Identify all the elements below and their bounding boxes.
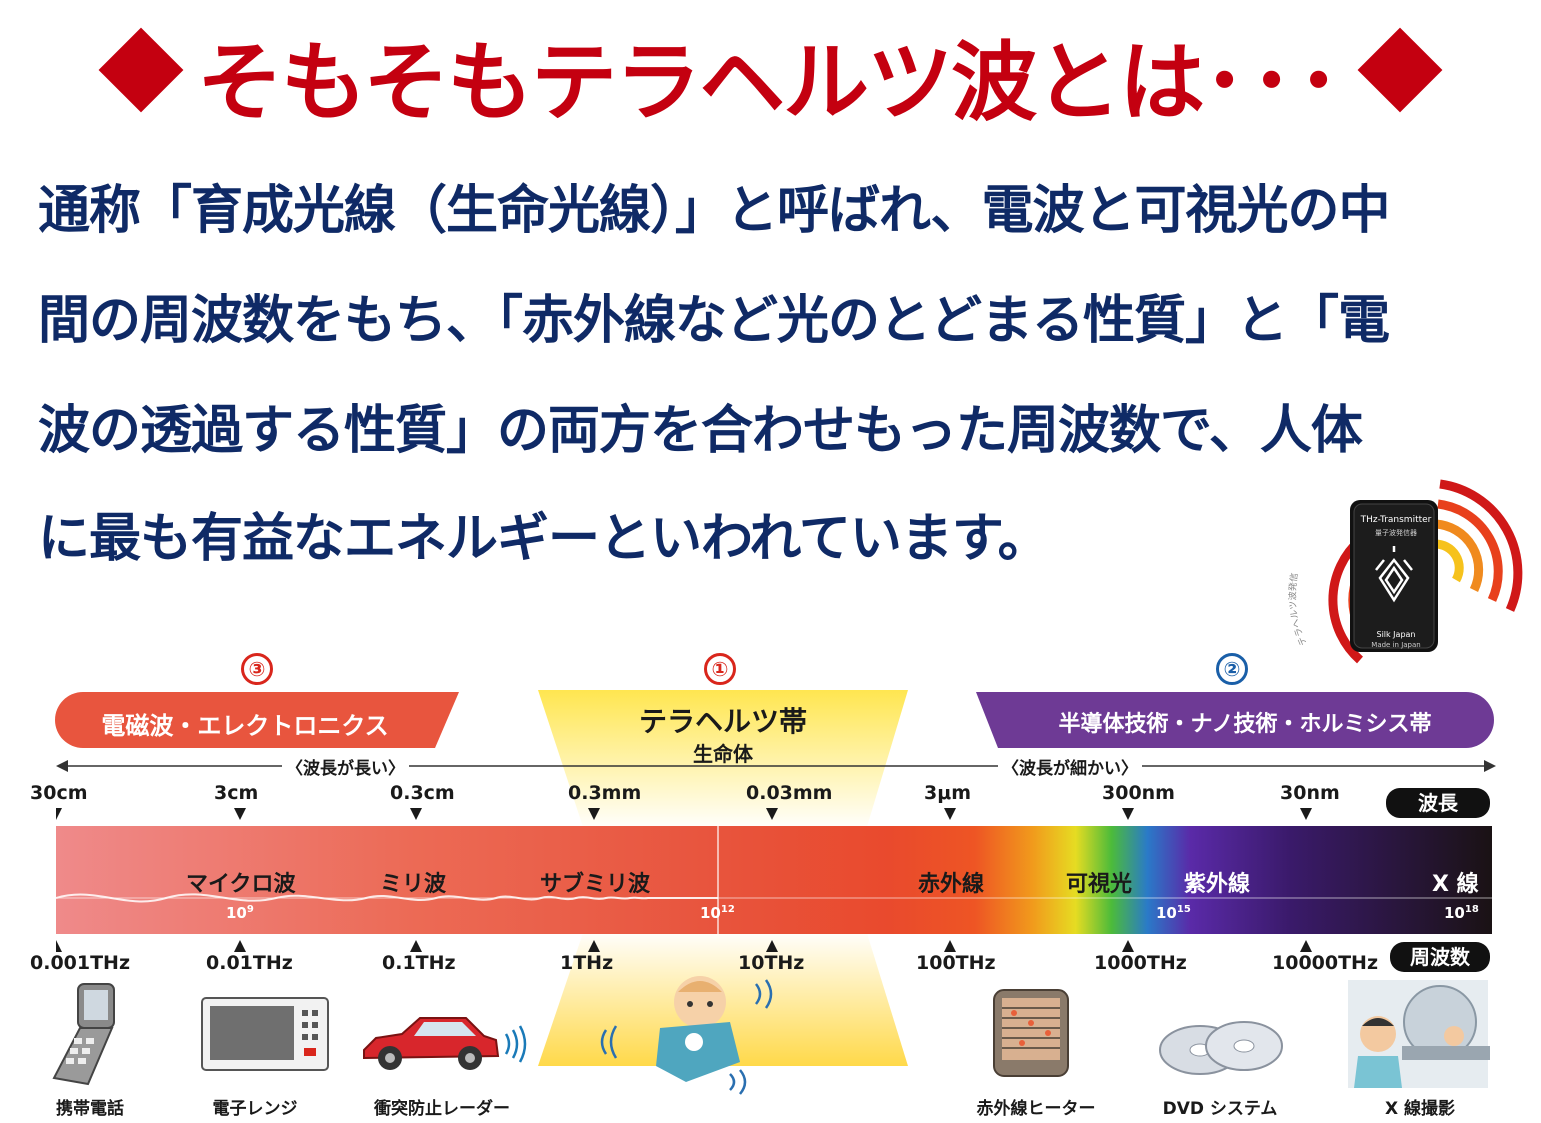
region-label: 可視光 [1066, 872, 1133, 897]
band-marker-thz: ① [704, 653, 736, 685]
wavelength-tag: 波長 [1386, 788, 1490, 818]
microwave-oven-icon [201, 997, 329, 1071]
band-em-label: 電磁波・エレクトロニクス [101, 712, 389, 740]
caption-infrared-heater: 赤外線ヒーター [976, 1099, 1096, 1119]
infrared-heater-icon [993, 989, 1069, 1077]
frequency-exponent: 109 [226, 904, 254, 922]
band-marker-semi: ② [1216, 653, 1248, 685]
frequency-label: 1THz [560, 952, 614, 974]
wavelength-label: 3μm [924, 782, 971, 804]
caption-dvd-system: DVD システム [1162, 1099, 1278, 1119]
region-label: 赤外線 [918, 872, 985, 897]
band-em-shape [55, 692, 459, 748]
device-brand: THz-Transmitter [1360, 515, 1432, 525]
band-thz-label: テラヘルツ帯 [638, 705, 807, 738]
wavelength-label: 3cm [214, 782, 259, 804]
caption-mobile-phone: 携帯電話 [56, 1099, 124, 1119]
wavelength-label: 30nm [1280, 782, 1340, 804]
device-maker: Silk Japan [1376, 630, 1416, 639]
xray-scanner-icon [1348, 980, 1490, 1088]
car-radar-icon [363, 1017, 527, 1070]
page-title: そもそもテラヘルツ波とは･･･ [0, 27, 1541, 138]
frequency-label: 0.01THz [206, 952, 293, 974]
device-subtitle: 量子波発信器 [1375, 529, 1417, 537]
title-text: そもそもテラヘルツ波とは [196, 33, 1205, 133]
wavelength-long-label: 〈波長が長い〉 [282, 754, 409, 779]
intro-line-1: 通称「育成光線（生命光線）」と呼ばれ、電波と可視光の中 [38, 181, 1391, 241]
title-dots: ･･･ [1203, 33, 1345, 133]
wavelength-label: 300nm [1102, 782, 1175, 804]
caption-collision-radar: 衝突防止レーダー [374, 1099, 510, 1119]
radiating-waves-icon: テラヘルツ波発信 [1287, 479, 1523, 664]
intro-line-2: 間の周波数をもち、「赤外線など光のとどまる性質」と「電 [38, 291, 1390, 351]
wavelength-axis-arrow [56, 760, 1496, 772]
frequency-ticks [56, 940, 1312, 952]
dvd-disc-icon [1159, 1021, 1283, 1075]
caption-microwave: 電子レンジ [212, 1099, 298, 1119]
frequency-label: 10000THz [1272, 952, 1379, 974]
band-marker-em: ③ [241, 653, 273, 685]
caption-xray: X 線撮影 [1384, 1099, 1456, 1119]
band-semi-shape [976, 692, 1494, 748]
baby-illustration [600, 976, 773, 1095]
wavelength-label: 0.3cm [390, 782, 455, 804]
frequency-label: 10THz [738, 952, 805, 974]
frequency-exponent: 1015 [1156, 904, 1191, 922]
region-label: サブミリ波 [540, 872, 651, 897]
frequency-exponent: 1012 [700, 904, 735, 922]
intro-line-4: に最も有益なエネルギーといわれています。 [38, 509, 1050, 569]
region-label: ミリ波 [380, 872, 447, 897]
wavelength-short-label: 〈波長が細かい〉 [998, 754, 1142, 779]
frequency-exponent: 1018 [1444, 904, 1479, 922]
mobile-phone-icon [52, 983, 115, 1086]
device-origin: Made in Japan [1371, 641, 1421, 649]
region-label: 紫外線 [1184, 872, 1251, 897]
frequency-label: 1000THz [1094, 952, 1187, 974]
wavelength-label: 0.03mm [746, 782, 833, 804]
wavelength-ticks [56, 808, 1312, 820]
frequency-label: 0.1THz [382, 952, 456, 974]
band-thz-sub: 生命体 [693, 742, 753, 766]
region-label: X 線 [1432, 872, 1479, 897]
wavelength-label: 30cm [30, 782, 88, 804]
region-label: マイクロ波 [186, 872, 296, 897]
wavelength-label: 0.3mm [568, 782, 642, 804]
frequency-label: 0.001THz [30, 952, 131, 974]
band-semi-label: 半導体技術・ナノ技術・ホルミシス帯 [1058, 712, 1432, 737]
spectrum-bar [56, 808, 1492, 952]
intro-line-3: 波の透過する性質」の両方を合わせもった周波数で、人体 [38, 401, 1363, 461]
frequency-tag: 周波数 [1390, 942, 1490, 972]
thz-transmitter-illustration: テラヘルツ波発信 THz-Transmitter 量子波発信器 Silk Jap… [1270, 460, 1540, 700]
frequency-label: 100THz [916, 952, 996, 974]
